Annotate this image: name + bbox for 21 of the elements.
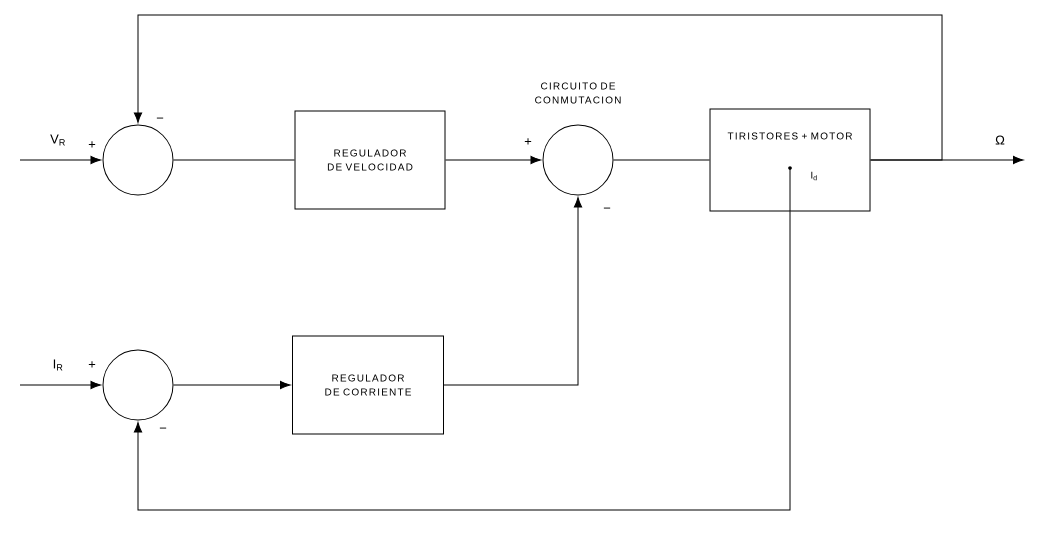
block-box: TIRISTORES + MOTOR I$_{d}$	[709, 108, 871, 212]
arrow	[443, 197, 583, 386]
sign-label: −	[603, 207, 611, 209]
arrow	[19, 380, 101, 390]
sign-label: +	[88, 141, 96, 148]
block-caption: CIRCUITO DE CONMUTACION	[535, 82, 621, 104]
arrow	[19, 155, 101, 165]
block-box: REGULADOR DE CORRIENTE	[292, 335, 444, 435]
connector-line	[613, 159, 710, 161]
summing-junction	[542, 124, 614, 196]
summing-junction	[102, 124, 174, 196]
summing-junction	[102, 349, 174, 421]
signal-label: Ω	[995, 135, 1005, 145]
signal-label: I$_{R}$	[53, 359, 63, 371]
signal-label: V$_{R}$	[50, 134, 65, 146]
connector-line	[173, 159, 295, 161]
arrow	[133, 14, 943, 161]
arrow	[133, 211, 791, 511]
block-box: REGULADOR DE VELOCIDAD	[294, 110, 446, 210]
arrow	[445, 155, 541, 165]
arrow	[173, 380, 291, 390]
